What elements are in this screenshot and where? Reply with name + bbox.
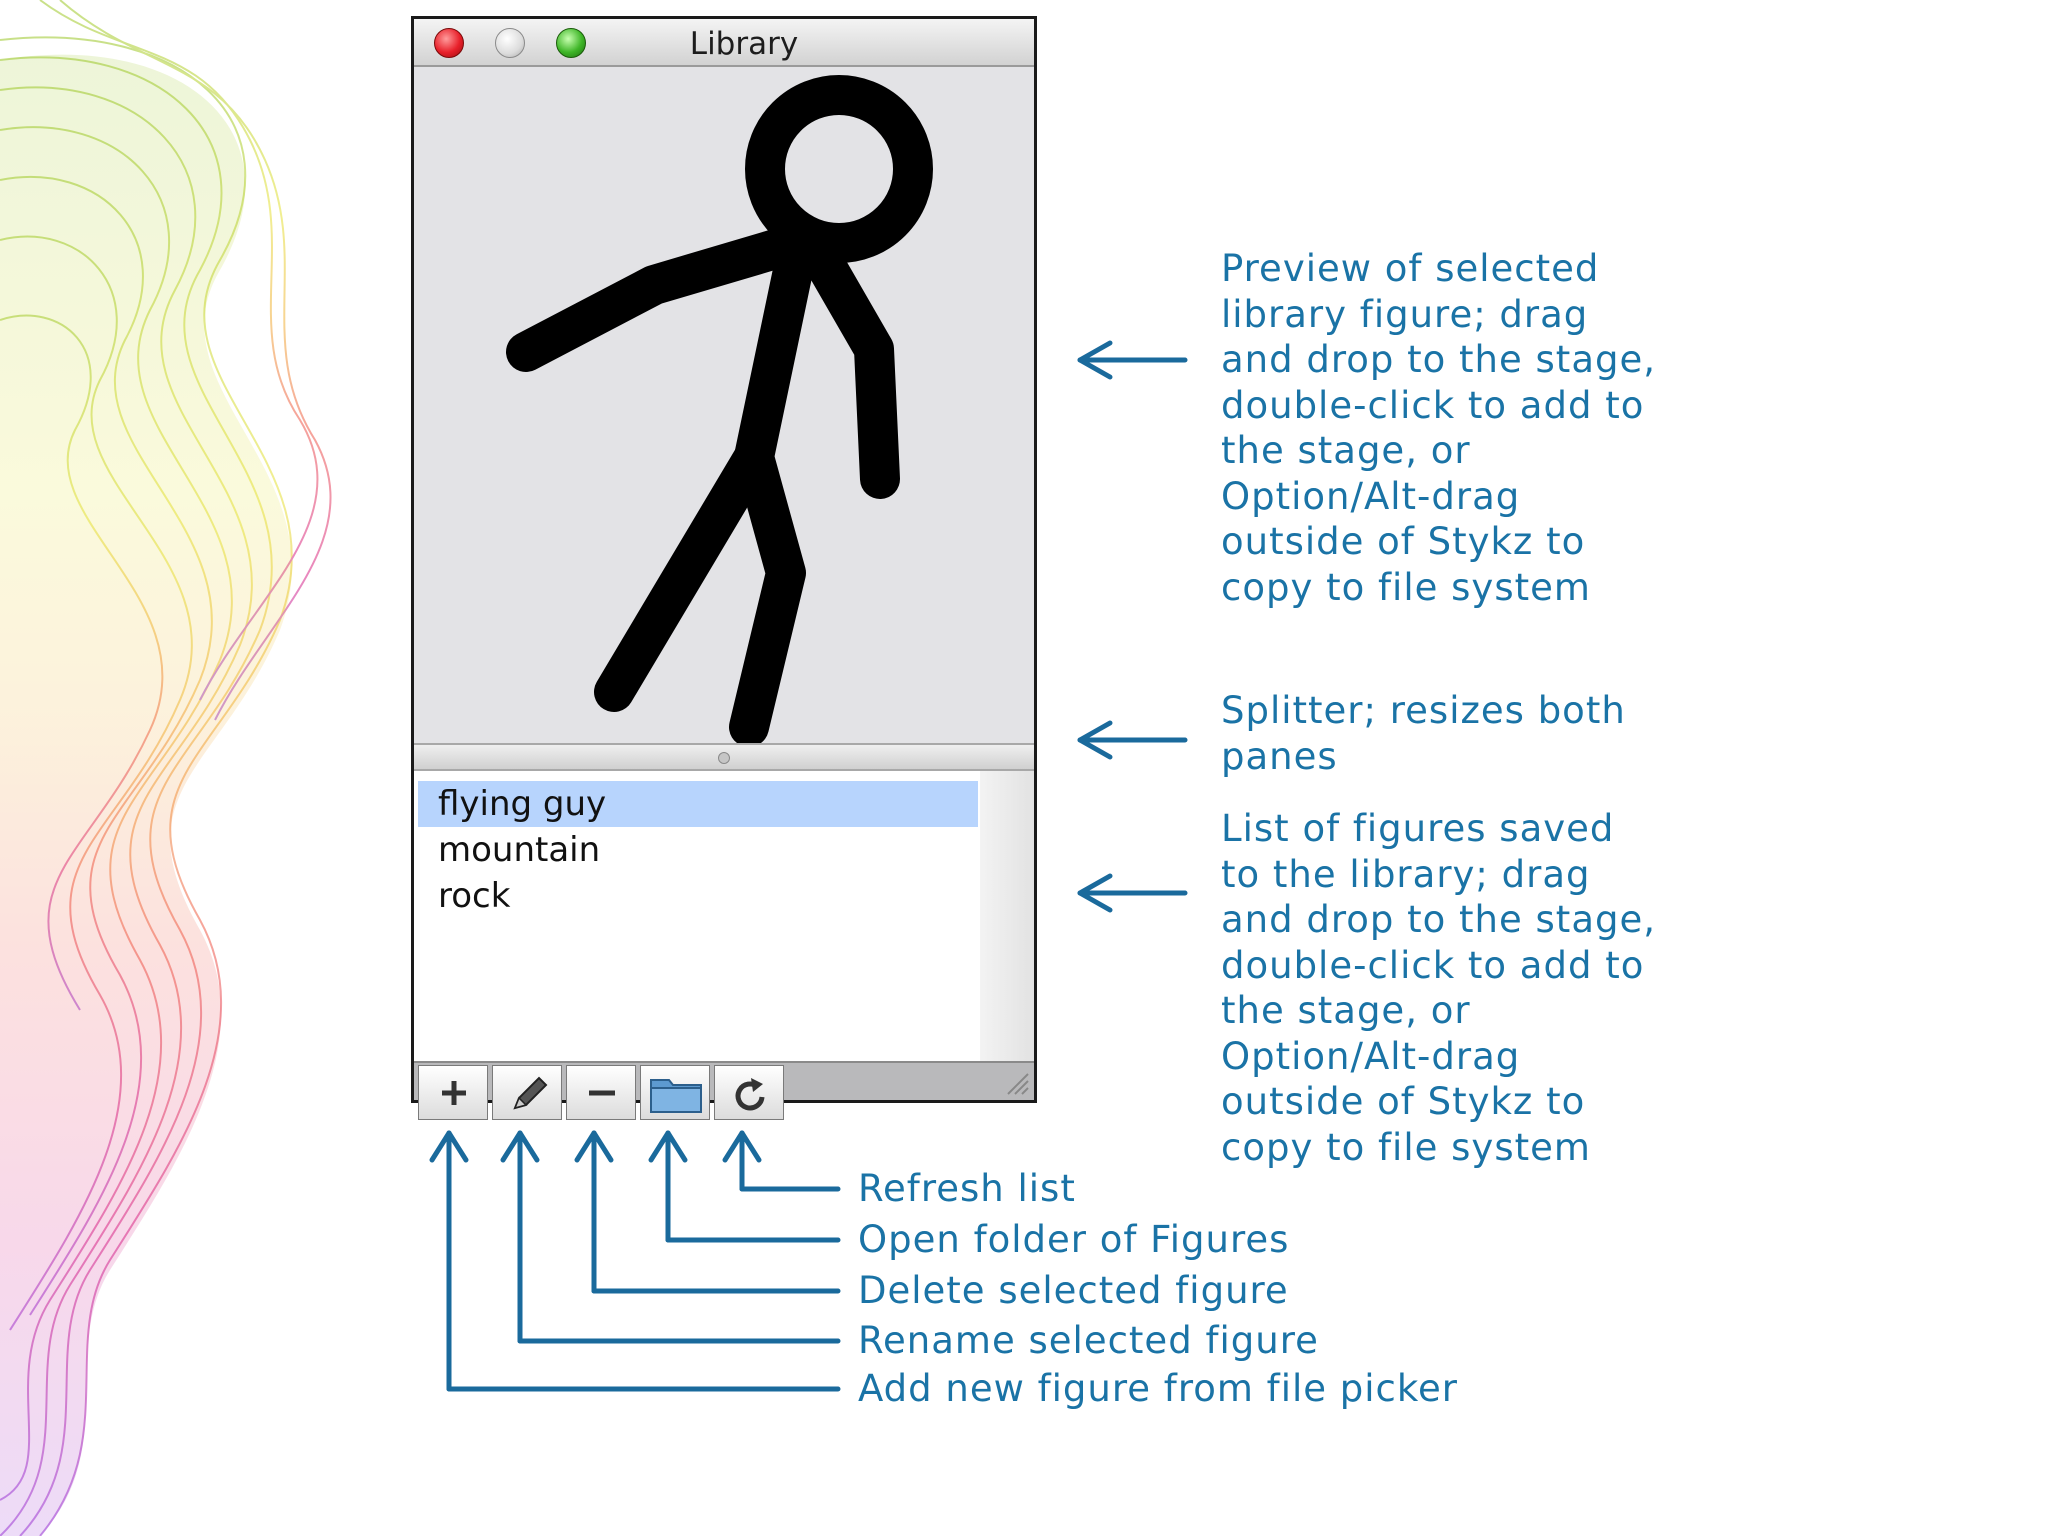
- arrow-refresh: [722, 1130, 841, 1192]
- list-item[interactable]: mountain: [438, 830, 601, 870]
- plus-icon: [442, 1081, 466, 1105]
- rename-label: Rename selected figure: [858, 1319, 1319, 1362]
- delete-figure-button[interactable]: [566, 1065, 636, 1120]
- open-folder-button[interactable]: [640, 1065, 710, 1120]
- delete-label: Delete selected figure: [858, 1269, 1289, 1312]
- library-window: Library flying guy mountain rock: [411, 16, 1037, 1120]
- window-title: Library: [689, 26, 799, 62]
- arrow-rename: [500, 1130, 841, 1344]
- arrow-list: [1077, 873, 1188, 913]
- arrow-open-folder: [648, 1130, 841, 1243]
- arrow-splitter: [1077, 720, 1188, 760]
- arrow-delete: [574, 1130, 841, 1294]
- list-callout: List of figures saved to the library; dr…: [1221, 807, 1656, 1169]
- list-item[interactable]: rock: [438, 876, 511, 916]
- splitter-handle[interactable]: [718, 752, 730, 764]
- refresh-list-button[interactable]: [714, 1065, 784, 1120]
- list-scrollbar[interactable]: [980, 771, 1034, 1061]
- figure-list[interactable]: flying guy mountain rock: [414, 771, 981, 1061]
- list-item[interactable]: flying guy: [418, 781, 978, 827]
- library-toolbar: [414, 1061, 1034, 1120]
- smoke-background: [0, 0, 332, 1536]
- preview-callout: Preview of selected library figure; drag…: [1221, 247, 1656, 609]
- arrow-preview: [1077, 340, 1188, 380]
- stick-figure-preview[interactable]: [414, 67, 1034, 743]
- title-bar[interactable]: Library: [414, 19, 1034, 67]
- figure-preview-pane[interactable]: [414, 67, 1034, 743]
- refresh-label: Refresh list: [858, 1167, 1076, 1210]
- zoom-window-button[interactable]: [556, 28, 586, 58]
- pencil-icon: [513, 1076, 548, 1110]
- add-label: Add new figure from file picker: [858, 1367, 1458, 1410]
- rename-figure-button[interactable]: [492, 1065, 562, 1120]
- folder-icon: [650, 1079, 702, 1113]
- arrow-add: [429, 1130, 841, 1392]
- minimize-window-button[interactable]: [495, 28, 525, 58]
- minus-icon: [589, 1090, 615, 1096]
- refresh-icon: [735, 1078, 765, 1111]
- open-folder-label: Open folder of Figures: [858, 1218, 1290, 1261]
- add-figure-button[interactable]: [418, 1065, 488, 1120]
- close-window-button[interactable]: [434, 28, 464, 58]
- pane-splitter[interactable]: [414, 743, 1034, 771]
- resize-grip-icon[interactable]: [1000, 1066, 1030, 1096]
- splitter-callout: Splitter; resizes both panes: [1221, 689, 1626, 778]
